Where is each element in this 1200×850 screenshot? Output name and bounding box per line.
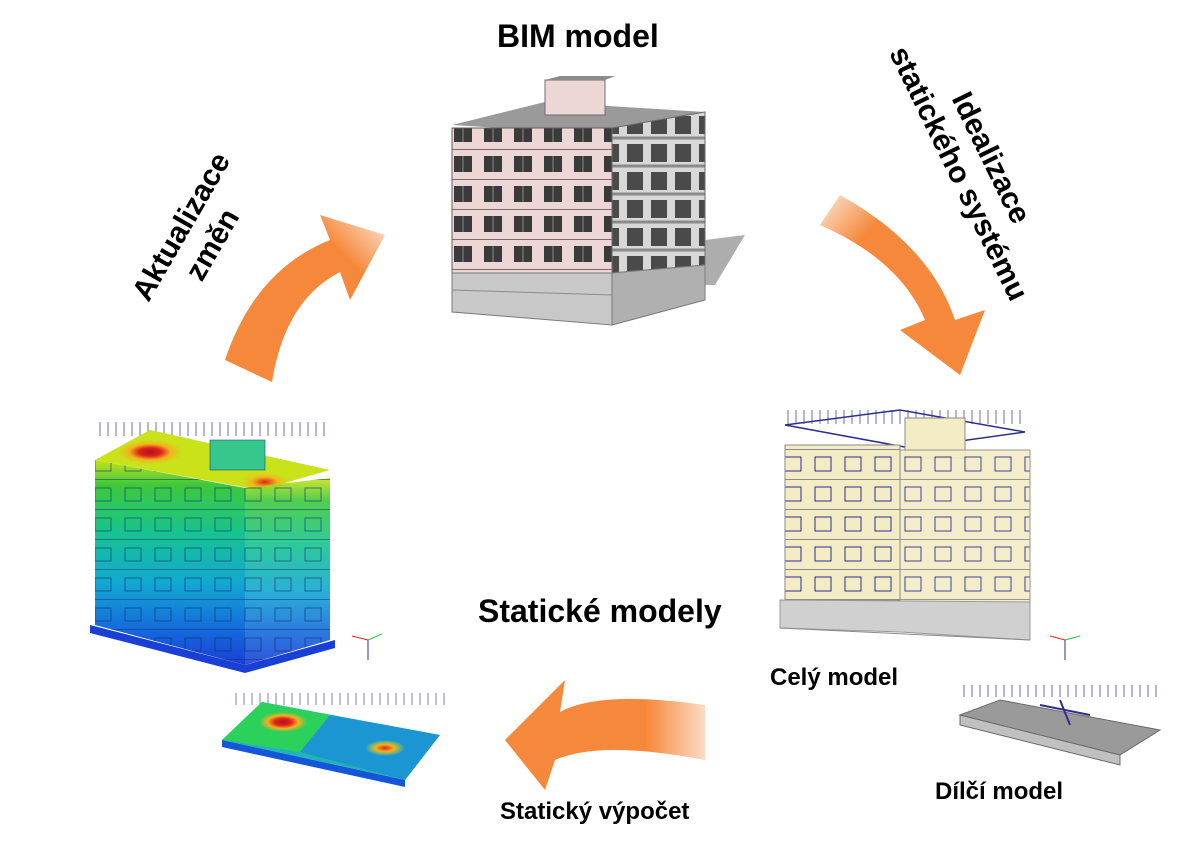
arrow-bim-to-static [820, 195, 985, 375]
bim-building-image [451, 76, 745, 326]
whole-model-label: Celý model [770, 664, 899, 691]
analysis-result-building-image [90, 422, 335, 673]
bim-model-title: BIM model [497, 18, 659, 54]
axis-icon-right [1049, 635, 1081, 660]
partial-result-slab-image [222, 693, 445, 787]
whole-static-model-image [779, 409, 1031, 641]
arrow-static-to-calc [505, 680, 705, 790]
partial-static-model-image [958, 685, 1162, 766]
axis-icon-left [351, 633, 383, 660]
static-calc-label: Statický výpočet [500, 798, 690, 825]
static-models-title: Statické modely [478, 593, 722, 629]
partial-model-label: Dílčí model [935, 778, 1064, 805]
arrow-update-to-bim [225, 215, 385, 382]
